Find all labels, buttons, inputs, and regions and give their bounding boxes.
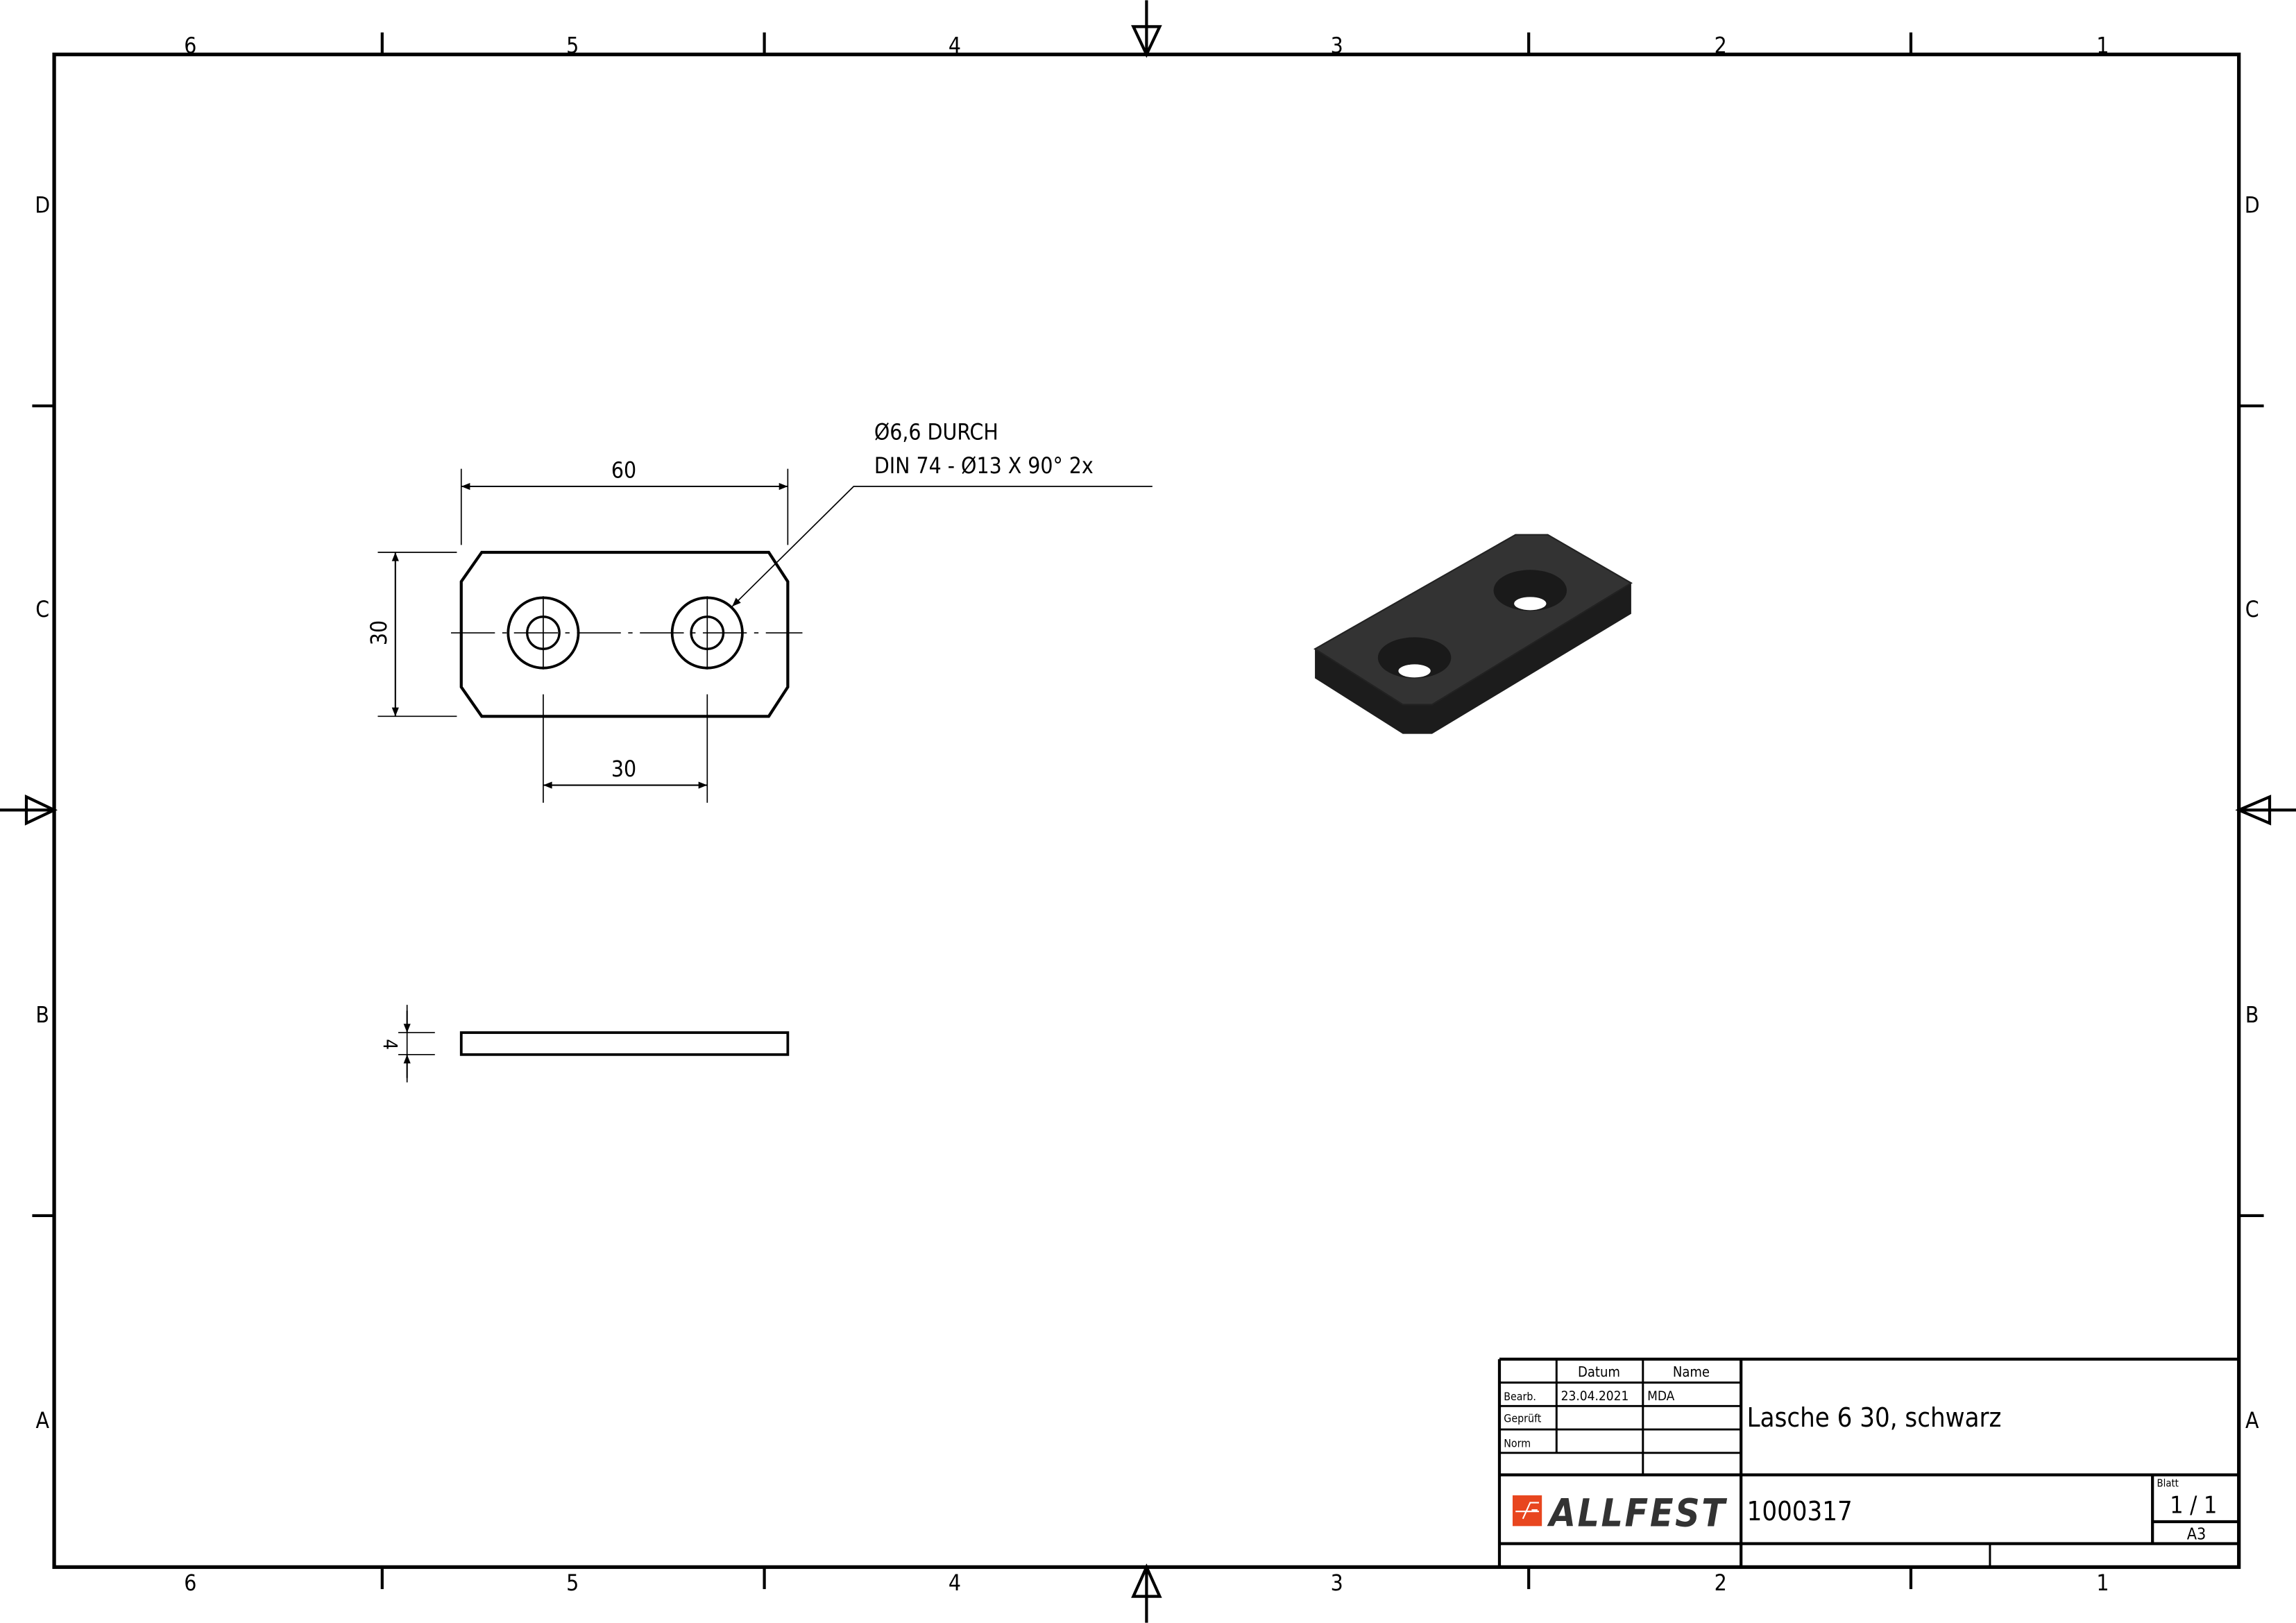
iso-hole-left [1398, 664, 1431, 678]
zone-row-c-left: C [35, 597, 49, 622]
zone-col-4-top: 4 [949, 33, 961, 58]
iso-hole-right [1514, 597, 1547, 611]
header-datum: Datum [1578, 1363, 1620, 1380]
zone-row-d-left: D [35, 193, 50, 218]
blatt-label: Blatt [2157, 1477, 2179, 1489]
zone-row-b-right: B [2245, 1003, 2259, 1028]
centering-arrow-left [0, 794, 58, 826]
zone-col-3-top: 3 [1331, 33, 1343, 58]
sheet-number: 1 / 1 [2170, 1491, 2217, 1518]
label-geprueft: Geprüft [1504, 1412, 1541, 1425]
title-block: Datum Name Bearb. Geprüft Norm 23.04.202… [1497, 1357, 2239, 1567]
drawing-number: 1000317 [1747, 1496, 1853, 1527]
zone-col-5-top: 5 [566, 33, 579, 58]
zone-row-a-right: A [2245, 1409, 2259, 1434]
zone-col-6-bottom: 6 [184, 1571, 196, 1596]
centering-arrow-right [2235, 794, 2296, 826]
drawing-frame [52, 52, 2241, 1570]
front-view: 60 30 30 Ø6,6 DURCH DIN 74 - Ø13 X 90° 2… [367, 420, 1153, 803]
bearb-date: 23.04.2021 [1561, 1388, 1629, 1404]
dim-thickness-text: 4 [379, 1039, 400, 1050]
dim-height-text: 30 [367, 620, 392, 645]
isometric-view [1313, 534, 1633, 734]
zone-row-d-right: D [2245, 193, 2260, 218]
allfest-logo: ALLFEST [1512, 1490, 1728, 1535]
dim-hole-spacing-text: 30 [611, 757, 636, 782]
zone-labels: 6 5 4 3 2 1 6 5 4 3 2 1 D C B A D C B A [35, 33, 2259, 1596]
sheet-format: A3 [2187, 1524, 2206, 1543]
hole-leader [731, 486, 1153, 607]
iso-countersink-left [1377, 637, 1452, 679]
zone-col-2-bottom: 2 [1715, 1571, 1727, 1596]
zone-col-1-bottom: 1 [2096, 1571, 2109, 1596]
drawing-title: Lasche 6 30, schwarz [1747, 1402, 2002, 1433]
centering-arrow-bottom [1131, 1563, 1162, 1623]
zone-row-b-left: B [35, 1003, 49, 1028]
side-view: 4 [379, 1005, 790, 1082]
svg-text:ALLFEST: ALLFEST [1547, 1490, 1728, 1535]
plate-side-outline [459, 1031, 790, 1056]
zone-row-c-right: C [2245, 597, 2259, 622]
zone-col-5-bottom: 5 [566, 1571, 579, 1596]
hole-note-line1: Ø6,6 DURCH [874, 420, 998, 445]
dim-width-text: 60 [611, 458, 636, 483]
label-bearb: Bearb. [1504, 1390, 1536, 1403]
centering-arrow-top [1131, 0, 1162, 58]
zone-col-6-top: 6 [184, 33, 196, 58]
bearb-name: MDA [1647, 1388, 1675, 1404]
iso-countersink-right [1493, 570, 1567, 611]
label-norm: Norm [1504, 1436, 1531, 1450]
zone-col-3-bottom: 3 [1331, 1571, 1343, 1596]
plate-side-faces [1315, 583, 1631, 734]
header-name: Name [1673, 1363, 1710, 1380]
plate-outline [459, 550, 790, 718]
zone-col-1-top: 1 [2096, 33, 2109, 58]
zone-col-4-bottom: 4 [949, 1571, 961, 1596]
hole-note-line2: DIN 74 - Ø13 X 90° 2x [874, 454, 1094, 479]
zone-row-a-left: A [35, 1409, 49, 1434]
zone-col-2-top: 2 [1715, 33, 1727, 58]
